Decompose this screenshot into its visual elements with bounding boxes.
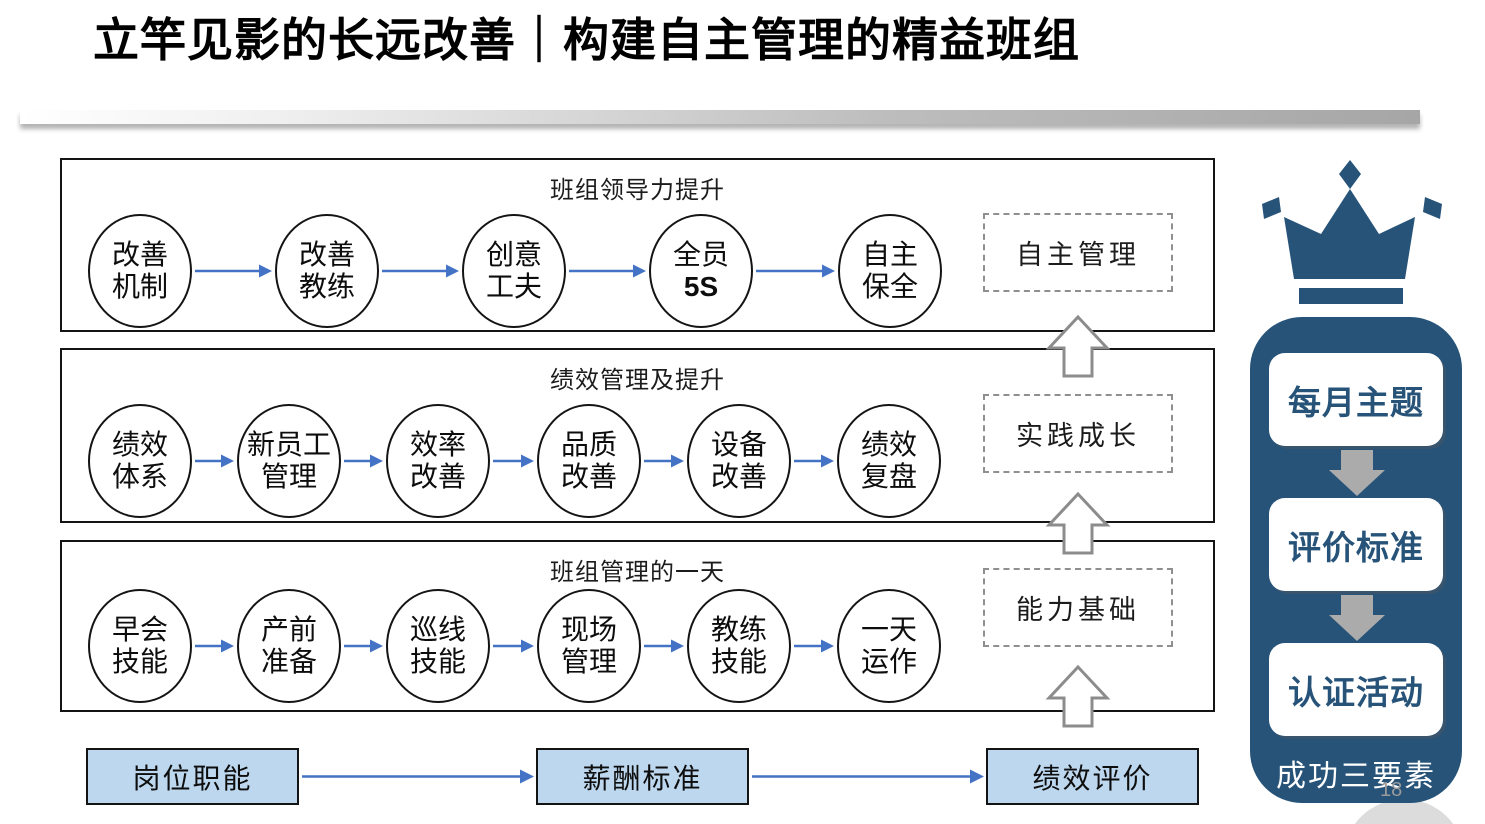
row-title: 班组管理的一天 xyxy=(550,559,725,586)
flow-circle: 新员工管理 xyxy=(237,404,341,518)
bottom-flow-box: 薪酬标准 xyxy=(536,748,749,805)
dashed-tag: 自主管理 xyxy=(983,213,1173,292)
flow-circle-label: 准备 xyxy=(260,646,317,677)
flow-circle-label: 体系 xyxy=(111,461,168,492)
flow-circle: 效率改善 xyxy=(386,404,490,518)
flow-circle: 创意工夫 xyxy=(462,214,566,328)
flow-circle: 绩效体系 xyxy=(88,404,192,518)
page-title: 立竿见影的长远改善｜构建自主管理的精益班组 xyxy=(93,14,1080,66)
flow-circle-label: 教练 xyxy=(298,271,355,302)
flow-circle-label: 工夫 xyxy=(485,271,542,302)
flow-circle-label: 管理 xyxy=(260,461,317,492)
flow-circle-label: 创意 xyxy=(485,239,542,271)
flow-circle: 改善机制 xyxy=(88,214,192,328)
bottom-flow-box: 绩效评价 xyxy=(986,748,1199,805)
flow-circle-label: 改善 xyxy=(710,461,767,492)
flow-circle-label: 机制 xyxy=(111,271,168,302)
flow-circle-label: 一天 xyxy=(860,614,917,646)
flow-circle: 产前准备 xyxy=(237,589,341,703)
flow-circle-label: 改善 xyxy=(409,461,466,492)
process-row: 绩效管理及提升绩效体系新员工管理效率改善品质改善设备改善绩效复盘实践成长 xyxy=(60,348,1215,523)
flow-circle-label: 现场 xyxy=(560,614,617,646)
flow-circle-label: 设备 xyxy=(710,429,767,461)
flow-circle: 巡线技能 xyxy=(386,589,490,703)
dashed-tag: 实践成长 xyxy=(983,394,1173,473)
flow-circle-label: 复盘 xyxy=(860,461,917,492)
bottom-flow-box: 岗位职能 xyxy=(86,748,299,805)
flow-circle-label: 新员工 xyxy=(246,429,331,461)
flow-circle-label: 效率 xyxy=(409,429,466,461)
flow-circle-label: 产前 xyxy=(260,614,317,646)
flow-circle-label: 技能 xyxy=(710,646,767,677)
flow-circle: 早会技能 xyxy=(88,589,192,703)
flow-circle-label: 保全 xyxy=(861,271,918,302)
flow-circle: 绩效复盘 xyxy=(837,404,941,518)
row-title: 班组领导力提升 xyxy=(550,177,725,204)
right-arrow-icon xyxy=(752,769,984,784)
down-arrow-icon xyxy=(1329,595,1385,641)
flow-circle-label: 品质 xyxy=(560,429,617,461)
right-arrow-icon xyxy=(302,769,534,784)
flow-circle-label: 改善 xyxy=(111,239,168,271)
flow-circle-label: 巡线 xyxy=(409,614,466,646)
flow-circle-label: 管理 xyxy=(560,646,617,677)
flow-circle: 改善教练 xyxy=(275,214,379,328)
crown-icon xyxy=(1262,160,1442,304)
flow-circle-label: 全员 xyxy=(672,239,729,271)
flow-circle-label: 技能 xyxy=(111,646,168,677)
flow-circle-label: 5S xyxy=(683,271,719,302)
flow-circle-label: 改善 xyxy=(298,239,355,271)
title-divider-bar xyxy=(20,110,1420,124)
flow-circle-label: 运作 xyxy=(860,646,917,677)
success-factor-item: 每月主题 xyxy=(1269,353,1443,446)
flow-circle-label: 技能 xyxy=(409,646,466,677)
flow-circle-label: 绩效 xyxy=(111,429,168,461)
success-factor-item: 认证活动 xyxy=(1269,643,1443,736)
flow-circle: 自主保全 xyxy=(838,214,942,328)
flow-circle-label: 改善 xyxy=(560,461,617,492)
flow-circle-label: 自主 xyxy=(861,239,918,271)
process-row: 班组管理的一天早会技能产前准备巡线技能现场管理教练技能一天运作能力基础 xyxy=(60,540,1215,712)
dashed-tag: 能力基础 xyxy=(983,568,1173,647)
flow-circle: 现场管理 xyxy=(537,589,641,703)
success-factors-panel: 每月主题评价标准认证活动 成功三要素 xyxy=(1250,317,1462,803)
down-arrow-icon xyxy=(1329,450,1385,496)
panel-caption: 成功三要素 xyxy=(1276,760,1436,793)
flow-circle: 教练技能 xyxy=(687,589,791,703)
flow-circle-label: 教练 xyxy=(710,614,767,646)
success-factor-item: 评价标准 xyxy=(1269,498,1443,591)
flow-circle-label: 绩效 xyxy=(860,429,917,461)
page-number: 18 xyxy=(1380,779,1403,801)
flow-circle: 设备改善 xyxy=(687,404,791,518)
flow-circle-label: 早会 xyxy=(111,614,168,646)
flow-circle: 品质改善 xyxy=(537,404,641,518)
flow-circle: 一天运作 xyxy=(837,589,941,703)
row-title: 绩效管理及提升 xyxy=(550,367,725,394)
